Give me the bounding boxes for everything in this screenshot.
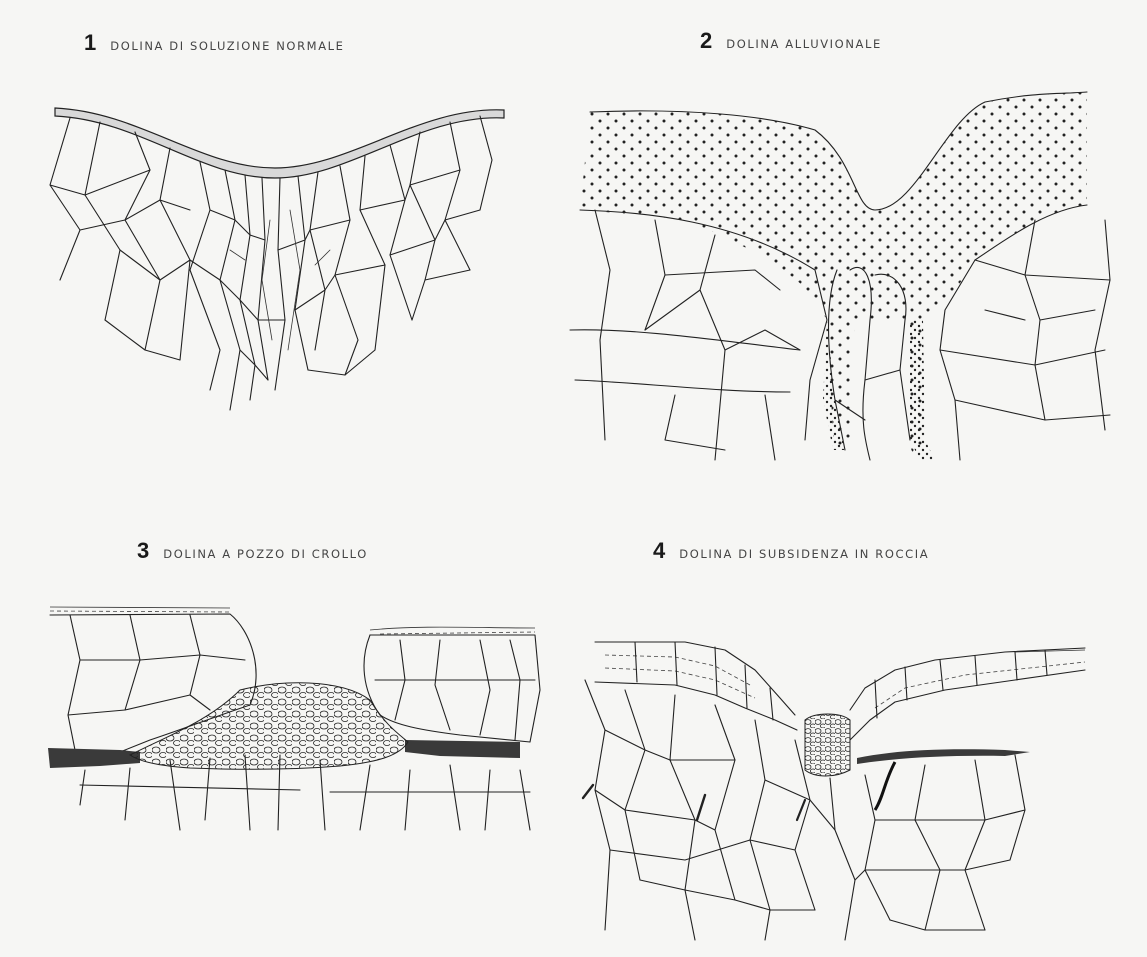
clay-layer: [857, 749, 1030, 764]
panel-4: 4 DOLINA DI SUBSIDENZA IN ROCCIA: [565, 530, 1125, 950]
clay-layer-left: [48, 748, 140, 768]
panel-2-diagram: [565, 20, 1125, 480]
collapse-rubble: [130, 683, 408, 770]
panel-4-diagram: [565, 530, 1125, 950]
bedrock-fractures: [583, 680, 1025, 940]
panel-2: 2 DOLINA ALLUVIONALE: [565, 20, 1125, 480]
panel-1-diagram: [40, 20, 520, 420]
panel-1: 1 DOLINA DI SOLUZIONE NORMALE: [40, 20, 520, 440]
clay-layer-right: [405, 740, 520, 758]
rubble-plug: [805, 714, 850, 776]
fracture-network: [50, 116, 492, 410]
panel-3: 3 DOLINA A POZZO DI CROLLO: [40, 530, 550, 850]
fissure-fill: [910, 320, 935, 460]
panel-3-diagram: [40, 530, 550, 840]
soil-layer: [55, 108, 504, 178]
